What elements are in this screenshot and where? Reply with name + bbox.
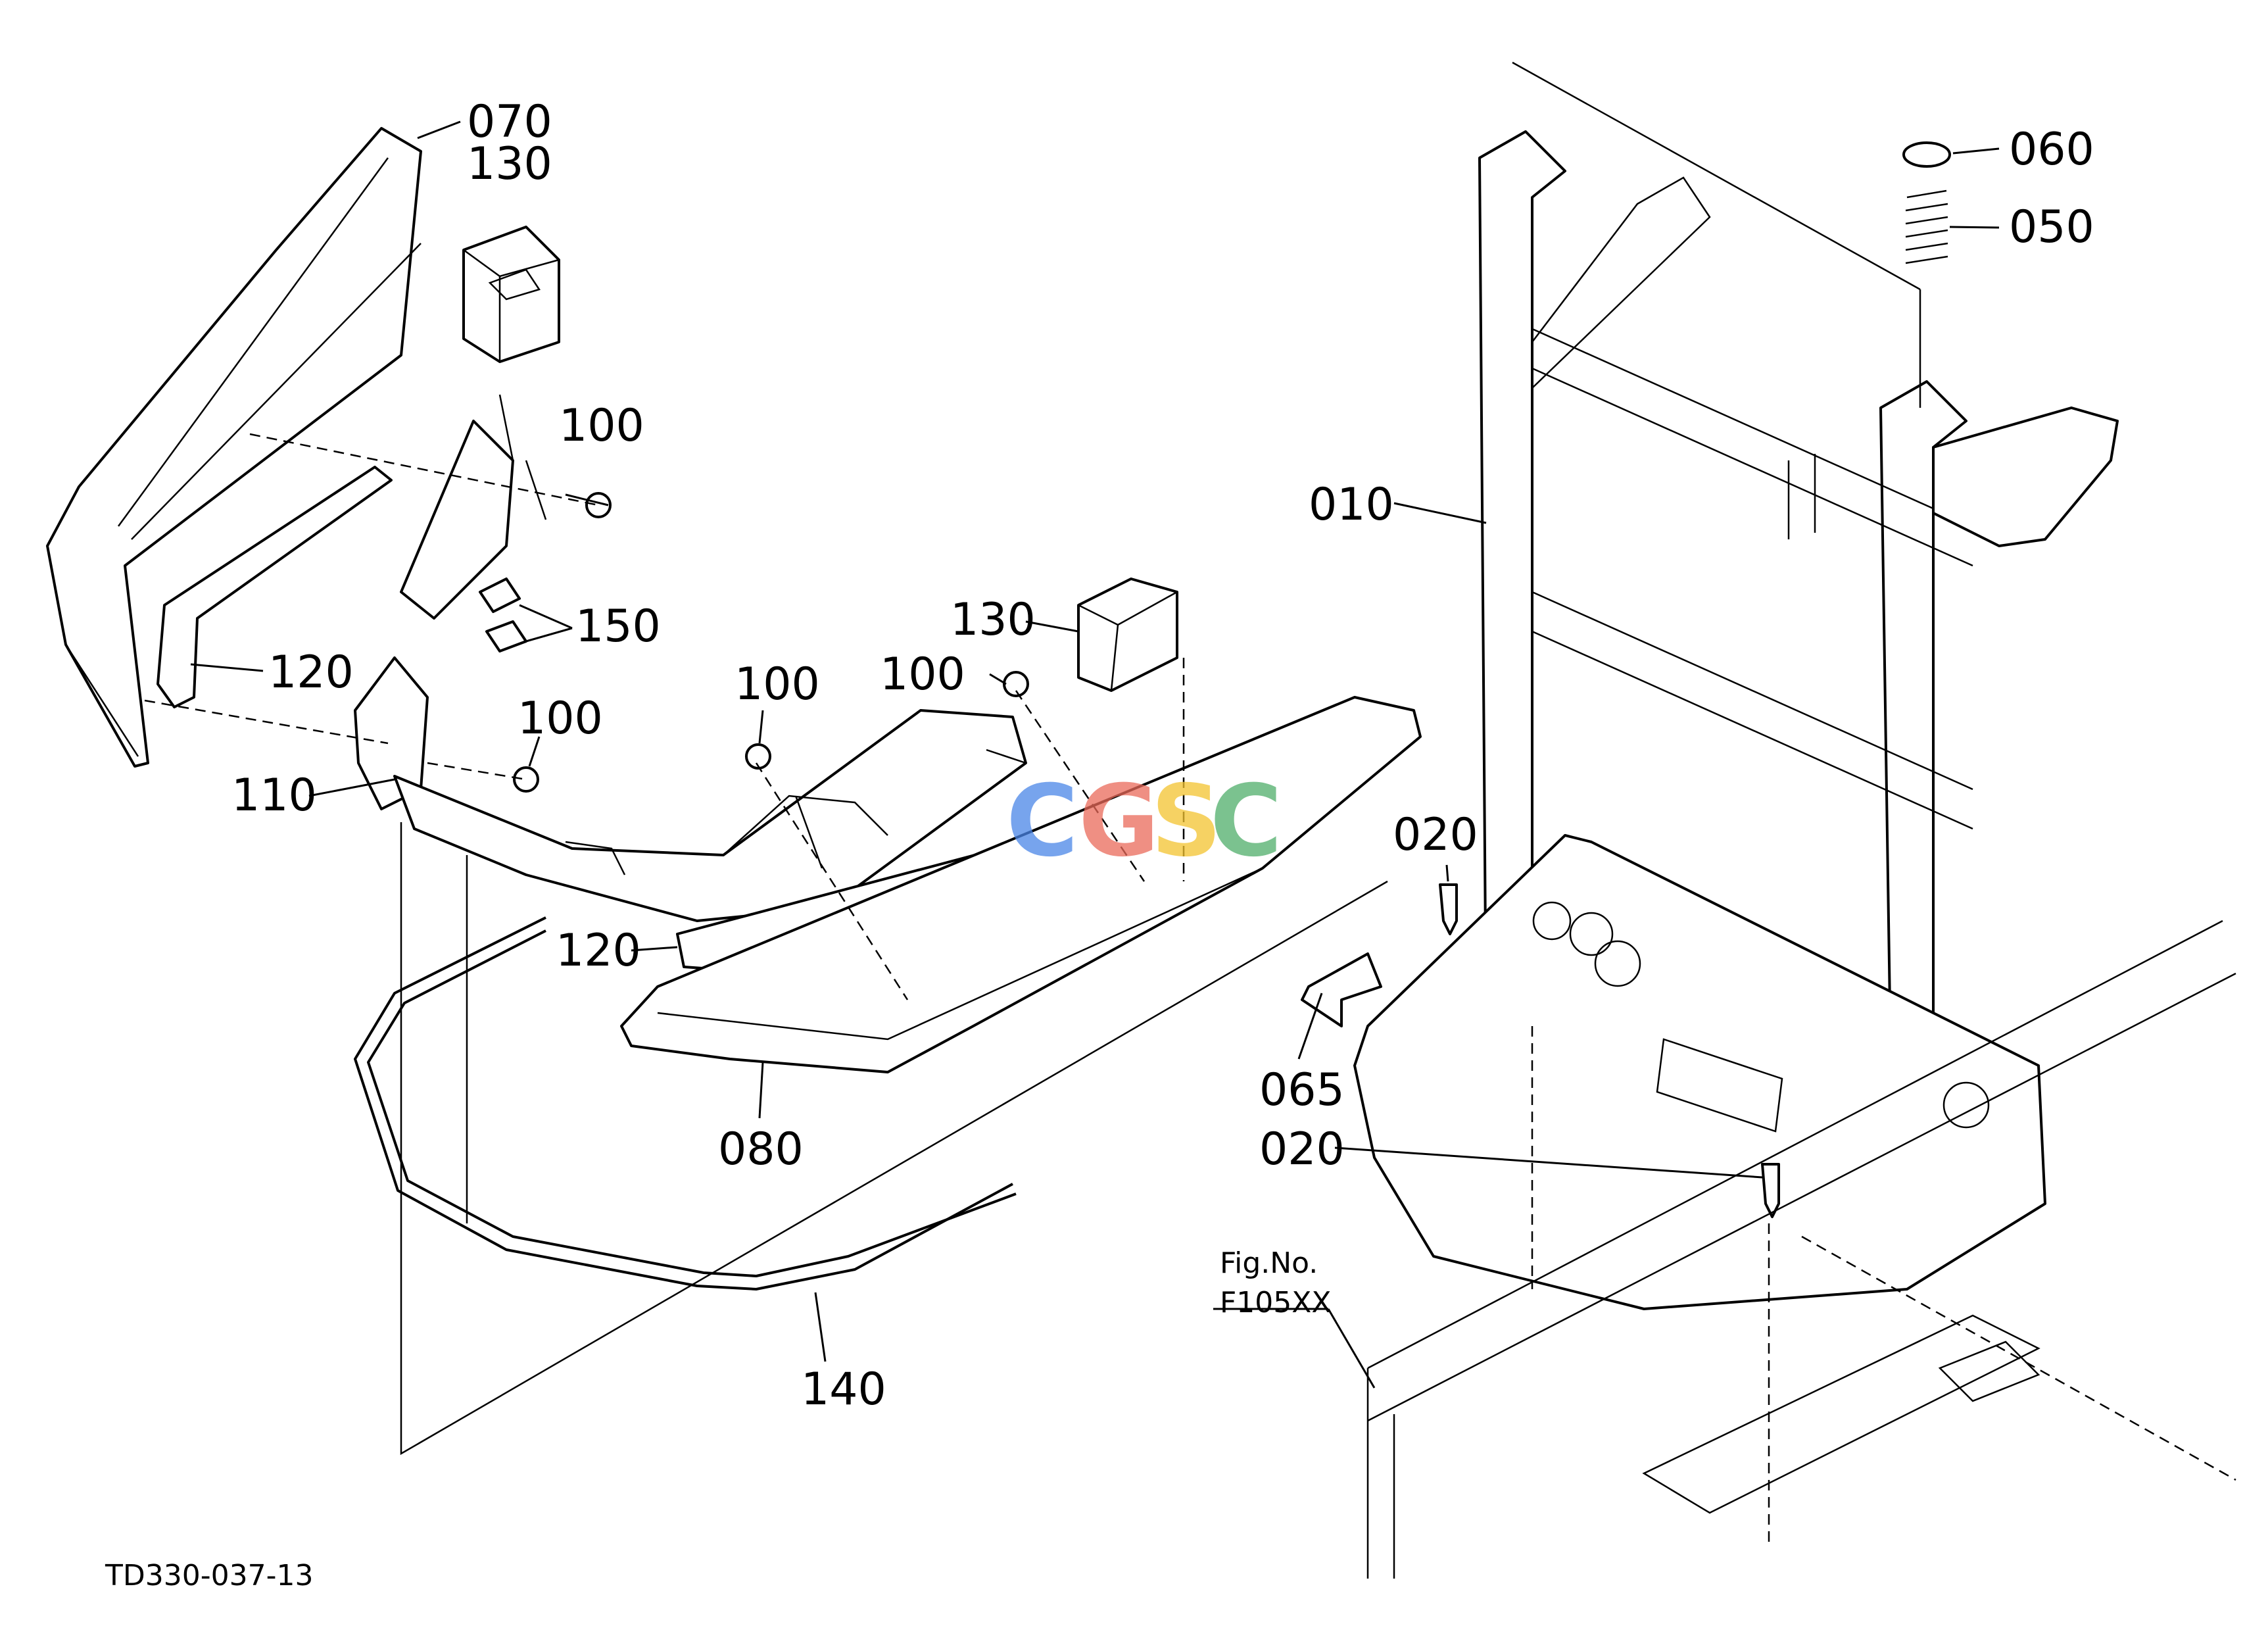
tractor-frame bbox=[1366, 920, 2236, 1579]
clips-150 bbox=[479, 578, 527, 652]
callout-100-upper: 100 bbox=[559, 400, 644, 452]
spring-050 bbox=[1905, 189, 1948, 264]
assembly-leader-lines bbox=[144, 433, 1388, 1456]
callout-080: 080 bbox=[718, 1123, 804, 1175]
bracket-065 bbox=[1301, 952, 1382, 1027]
callout-100-left: 100 bbox=[518, 693, 603, 745]
figure-ref-label: Fig.No. bbox=[1220, 1246, 1318, 1280]
rubber-strip-120-upper bbox=[157, 466, 393, 708]
callout-110: 110 bbox=[231, 770, 317, 822]
bolts-020 bbox=[1439, 883, 1780, 1218]
base-plate bbox=[1353, 834, 2046, 1310]
cushion-130-upper bbox=[462, 226, 560, 363]
watermark-letter: G bbox=[1078, 764, 1159, 879]
callout-100-right: 100 bbox=[880, 649, 965, 701]
callout-065: 065 bbox=[1259, 1064, 1345, 1116]
cap-060 bbox=[1902, 141, 1951, 168]
callout-010: 010 bbox=[1309, 479, 1394, 531]
callout-020-lower: 020 bbox=[1259, 1123, 1345, 1175]
bracket-110 bbox=[354, 394, 547, 810]
callout-020-upper: 020 bbox=[1393, 809, 1478, 861]
right-leader-lines bbox=[1512, 61, 1921, 1546]
callout-130-lower: 130 bbox=[950, 594, 1036, 646]
callout-100-middle: 100 bbox=[735, 658, 820, 710]
drawing-code: TD330-037-13 bbox=[105, 1559, 313, 1592]
cable-140 bbox=[354, 916, 1017, 1291]
front-cover-080 bbox=[620, 696, 1422, 1073]
watermark-logo: C G S C bbox=[1006, 764, 1282, 879]
left-side-cover-070 bbox=[46, 127, 422, 768]
callout-140: 140 bbox=[801, 1364, 886, 1415]
watermark-letter: S bbox=[1151, 764, 1222, 879]
callout-leaders bbox=[190, 120, 2000, 1389]
callout-labels: 070 130 100 150 120 100 110 100 100 130 … bbox=[105, 96, 2094, 1592]
watermark-letter: C bbox=[1006, 764, 1078, 879]
callout-120-upper: 120 bbox=[268, 647, 354, 699]
callout-060: 060 bbox=[2009, 124, 2094, 176]
cushion-130-lower bbox=[1077, 578, 1178, 692]
front-bracket-frame bbox=[393, 709, 1027, 922]
nuts-100 bbox=[513, 492, 1029, 793]
callout-120-lower: 120 bbox=[556, 925, 641, 977]
figure-ref-number: F105XX bbox=[1220, 1286, 1332, 1319]
callout-050: 050 bbox=[2009, 201, 2094, 253]
callout-150: 150 bbox=[575, 601, 661, 652]
watermark-letter: C bbox=[1210, 764, 1282, 879]
callout-070: 070 bbox=[467, 96, 552, 148]
callout-130-upper: 130 bbox=[467, 138, 552, 190]
